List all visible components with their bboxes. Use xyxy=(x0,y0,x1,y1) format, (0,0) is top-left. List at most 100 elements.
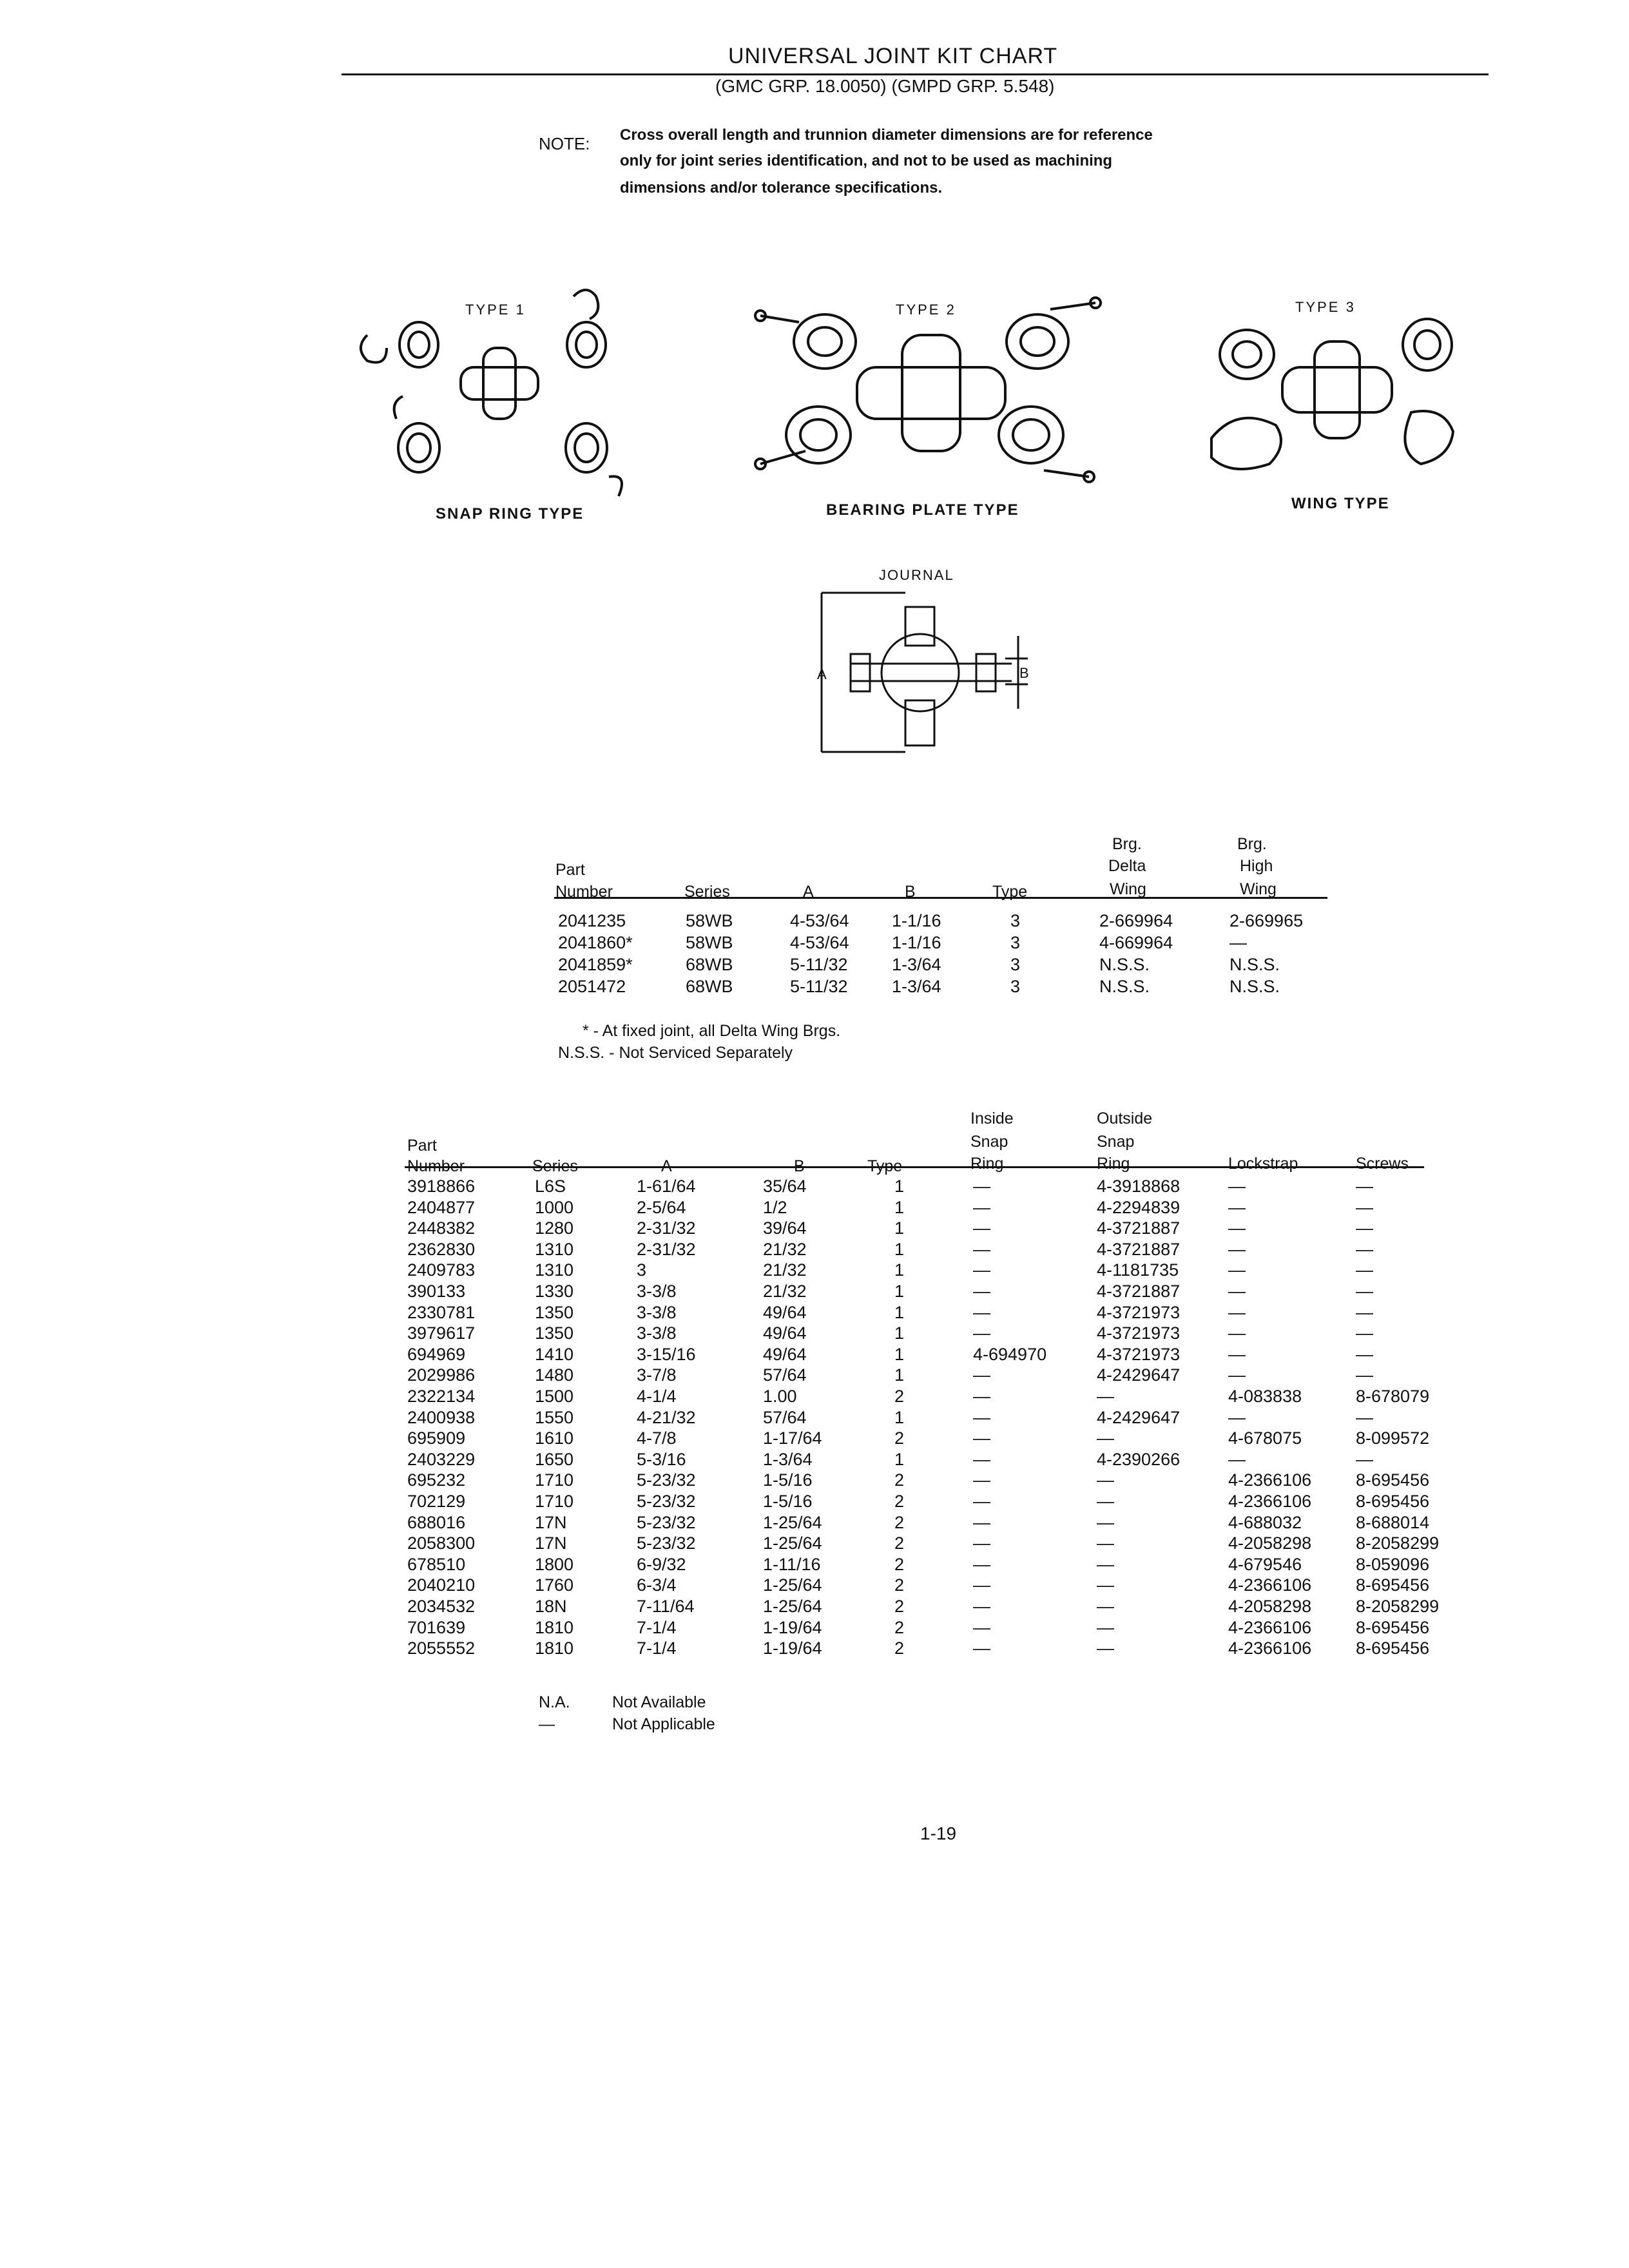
t2-cell: 3918866 xyxy=(407,1177,476,1196)
t2-cell: 1 xyxy=(894,1407,905,1427)
t2-cell: 4-2058298 xyxy=(1228,1533,1312,1553)
t2-cell: 1330 xyxy=(535,1282,574,1301)
t2-cell: — xyxy=(973,1470,990,1490)
t2-cell: 1-11/16 xyxy=(763,1554,821,1574)
journal-dim-a: A xyxy=(817,666,827,682)
t2-cell: 1350 xyxy=(535,1302,574,1322)
t2-header-screws: Screws xyxy=(1356,1155,1409,1173)
t1-cell: 2-669965 xyxy=(1229,911,1304,930)
t2-header-outside-2: Snap xyxy=(1097,1133,1135,1151)
t1-cell: 68WB xyxy=(686,977,733,996)
t2-cell: 8-2058299 xyxy=(1356,1597,1440,1616)
t2-cell: 1310 xyxy=(535,1260,574,1280)
t2-cell: — xyxy=(1097,1597,1114,1616)
t2-header-inside-1: Inside xyxy=(970,1110,1014,1128)
t2-cell: — xyxy=(973,1575,990,1595)
t2-cell: 4-2366106 xyxy=(1228,1575,1312,1595)
legend-dash-text: Not Applicable xyxy=(612,1715,715,1733)
title-rule xyxy=(342,73,1489,75)
t2-cell: 701639 xyxy=(407,1617,466,1637)
t2-cell: 2055552 xyxy=(407,1639,476,1658)
t2-cell: — xyxy=(1228,1302,1246,1322)
t2-cell: 2034532 xyxy=(407,1597,476,1616)
t2-cell: 4-2058298 xyxy=(1228,1597,1312,1616)
t2-cell: 1-25/64 xyxy=(763,1512,822,1532)
t2-cell: 4-7/8 xyxy=(637,1428,677,1448)
t2-cell: — xyxy=(973,1323,990,1343)
t2-cell: — xyxy=(1228,1407,1246,1427)
t2-cell: — xyxy=(973,1218,990,1238)
t2-cell: 5-3/16 xyxy=(637,1449,686,1469)
t1-cell: 3 xyxy=(1010,933,1021,952)
t2-cell: 1 xyxy=(894,1323,905,1343)
legend-na-abbr: N.A. xyxy=(539,1693,570,1711)
bearing-plate-type-drawing xyxy=(754,296,1102,483)
t2-cell: 1760 xyxy=(535,1575,574,1595)
t2-cell: 1710 xyxy=(535,1492,574,1511)
t2-cell: — xyxy=(1097,1533,1114,1553)
t2-cell: — xyxy=(973,1597,990,1616)
t2-cell: 1310 xyxy=(535,1239,574,1259)
t2-cell: — xyxy=(1356,1407,1373,1427)
note-line-1: Cross overall length and trunnion diamet… xyxy=(620,126,1153,144)
t2-cell: 1-25/64 xyxy=(763,1533,822,1553)
t2-cell: 4-679546 xyxy=(1228,1554,1302,1574)
t2-cell: 1550 xyxy=(535,1407,574,1427)
t1-cell: N.S.S. xyxy=(1099,977,1150,996)
t2-cell: 8-695456 xyxy=(1356,1617,1430,1637)
t2-cell: 2029986 xyxy=(407,1365,476,1385)
t2-header-lockstrap: Lockstrap xyxy=(1228,1155,1298,1173)
t2-cell: 2448382 xyxy=(407,1218,476,1238)
legend-dash-abbr: — xyxy=(539,1715,555,1733)
t2-cell: 4-3721973 xyxy=(1097,1344,1181,1364)
t2-header-inside-2: Snap xyxy=(970,1133,1008,1151)
t2-cell: 39/64 xyxy=(763,1218,807,1238)
t2-cell: 8-099572 xyxy=(1356,1428,1430,1448)
t1-header-delta-3: Wing xyxy=(1110,880,1146,898)
t2-cell: 3-3/8 xyxy=(637,1302,677,1322)
t2-cell: 2 xyxy=(894,1639,905,1658)
t2-cell: 2-5/64 xyxy=(637,1197,686,1217)
t2-cell: 1 xyxy=(894,1365,905,1385)
page-subtitle: (GMC GRP. 18.0050) (GMPD GRP. 5.548) xyxy=(715,76,1055,96)
t1-cell: 4-53/64 xyxy=(790,933,849,952)
t2-cell: — xyxy=(973,1282,990,1301)
t2-cell: 1-61/64 xyxy=(637,1177,696,1196)
t2-cell: 688016 xyxy=(407,1512,466,1532)
t2-cell: 4-3721887 xyxy=(1097,1282,1181,1301)
t2-cell: — xyxy=(973,1617,990,1637)
t2-cell: 1 xyxy=(894,1449,905,1469)
t2-cell: 49/64 xyxy=(763,1302,807,1322)
t2-cell: 2 xyxy=(894,1428,905,1448)
t2-cell: — xyxy=(1097,1512,1114,1532)
t2-cell: — xyxy=(973,1239,990,1259)
t2-cell: 1350 xyxy=(535,1323,574,1343)
t2-cell: — xyxy=(973,1449,990,1469)
t2-cell: 2409783 xyxy=(407,1260,476,1280)
wing-type-drawing xyxy=(1210,318,1455,470)
t2-cell: — xyxy=(1356,1177,1373,1196)
t2-cell: 8-695456 xyxy=(1356,1470,1430,1490)
t2-cell: 1 xyxy=(894,1302,905,1322)
t2-cell: 694969 xyxy=(407,1344,466,1364)
t2-cell: — xyxy=(1228,1218,1246,1238)
type2-label: TYPE 2 xyxy=(896,302,956,318)
t1-header-part: Part xyxy=(555,861,585,879)
t2-cell: 2-31/32 xyxy=(637,1239,696,1259)
t2-cell: — xyxy=(1228,1260,1246,1280)
t2-cell: 2-31/32 xyxy=(637,1218,696,1238)
t2-cell: 6-3/4 xyxy=(637,1575,677,1595)
t2-cell: 1500 xyxy=(535,1387,574,1406)
t2-cell: 2 xyxy=(894,1470,905,1490)
t2-cell: 17N xyxy=(535,1512,567,1532)
t2-cell: 8-2058299 xyxy=(1356,1533,1440,1553)
t2-cell: — xyxy=(1228,1365,1246,1385)
t1-header-rule xyxy=(554,897,1327,899)
t1-cell: 2041859* xyxy=(558,955,633,974)
t2-cell: 49/64 xyxy=(763,1323,807,1343)
t2-cell: 2 xyxy=(894,1387,905,1406)
t2-cell: 2040210 xyxy=(407,1575,476,1595)
t2-cell: 4-1/4 xyxy=(637,1387,677,1406)
t2-cell: 49/64 xyxy=(763,1344,807,1364)
t2-cell: — xyxy=(973,1512,990,1532)
